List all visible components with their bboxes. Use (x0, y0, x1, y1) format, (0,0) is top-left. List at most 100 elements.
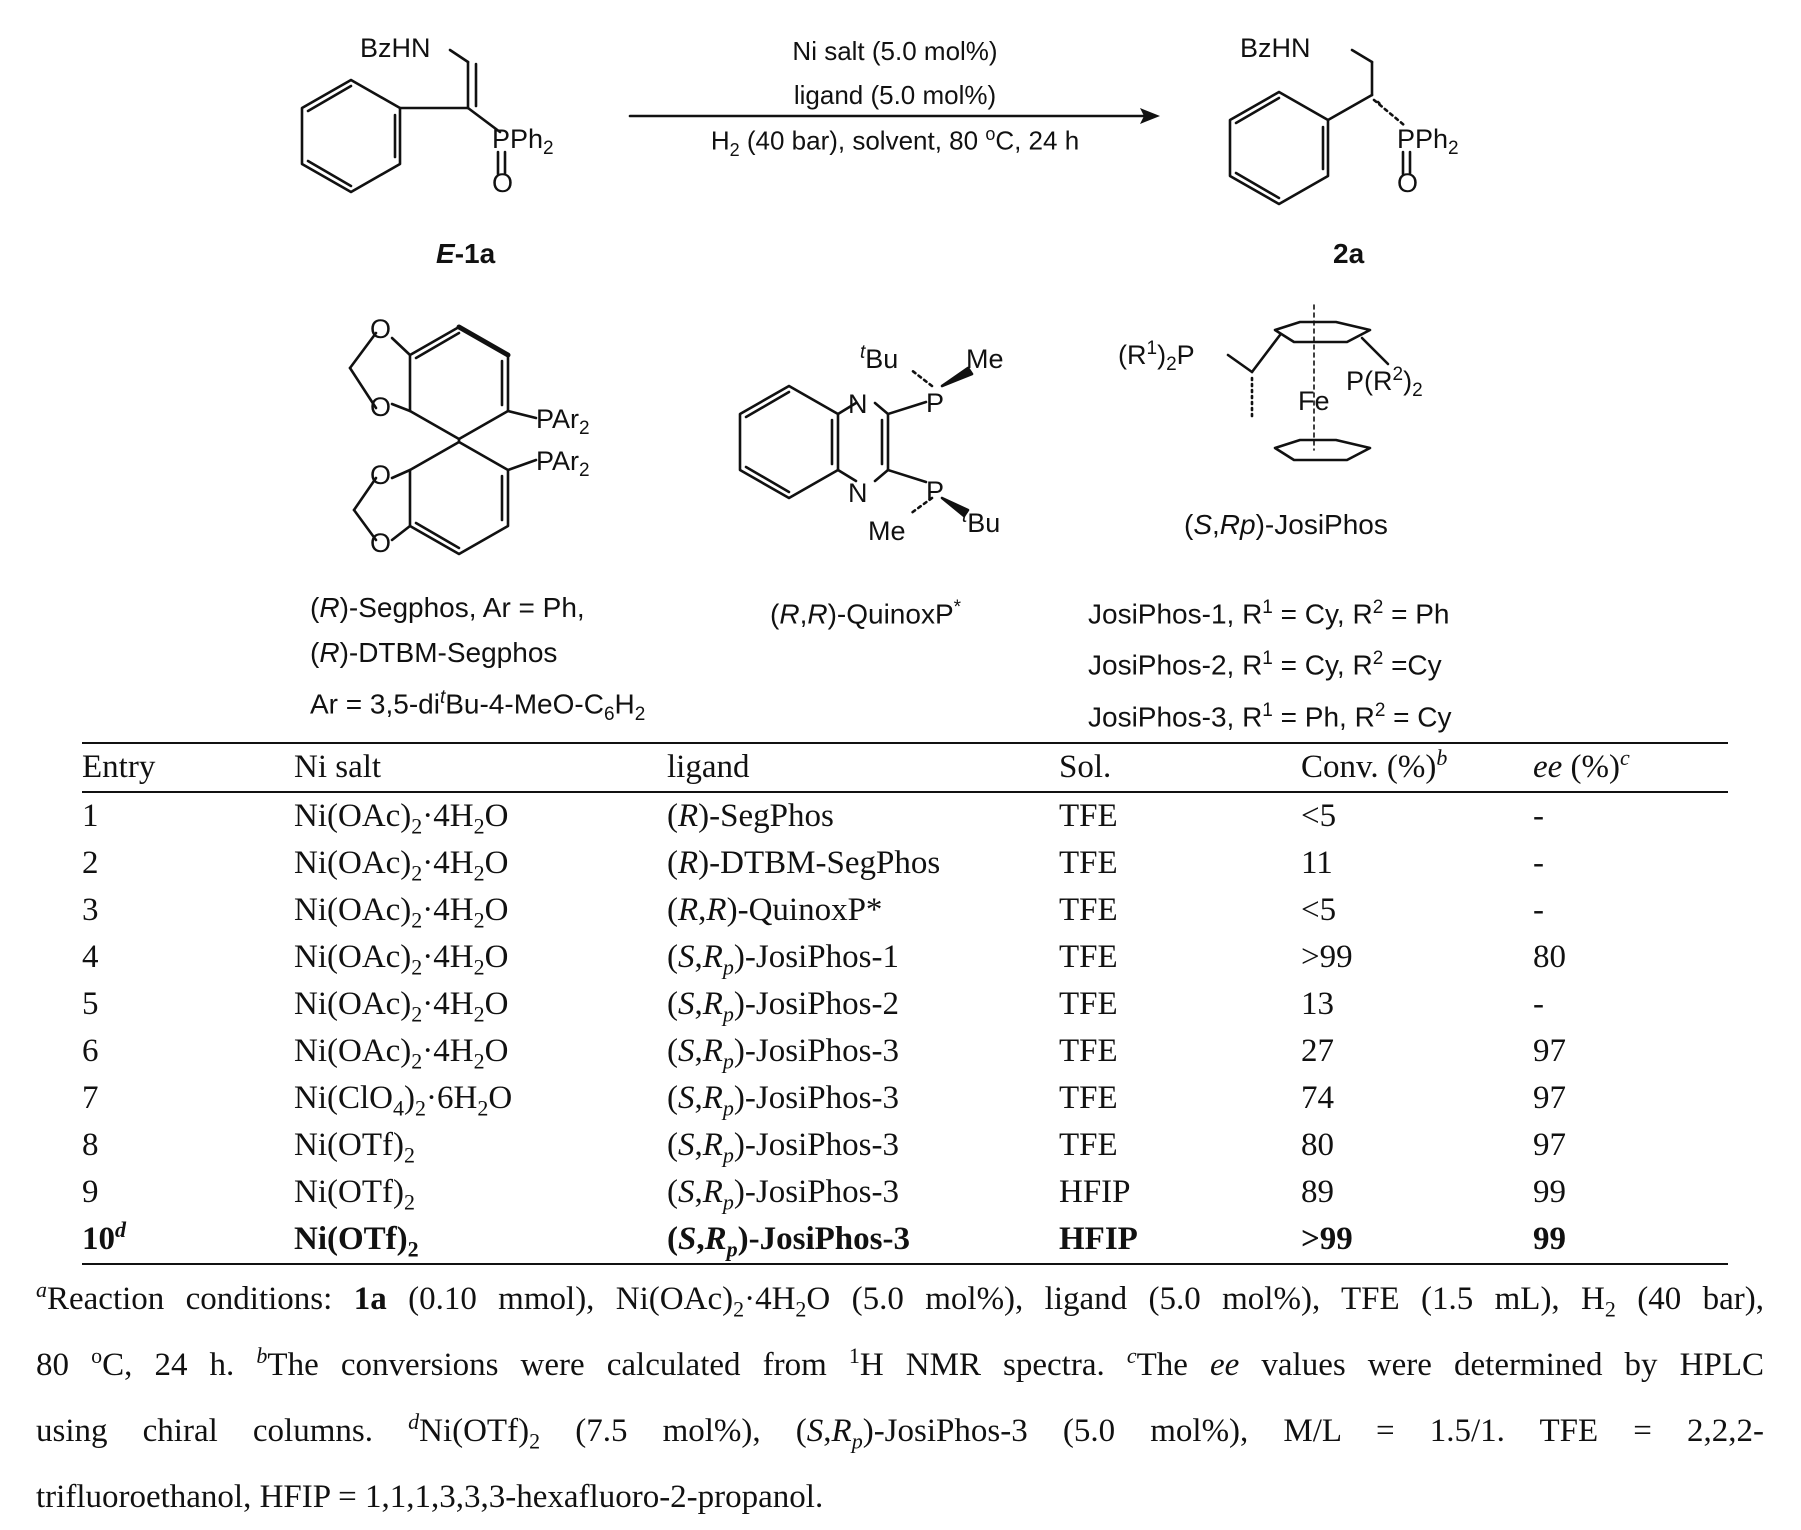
cell-ee: 97 (1533, 1127, 1566, 1163)
cell-ee: - (1533, 798, 1544, 834)
header-ni-salt: Ni salt (294, 749, 382, 785)
cell-ligand: (S,Rp)-JosiPhos-3 (667, 1221, 910, 1262)
substrate-structure (300, 48, 507, 194)
quinoxp-tbu-bottom: tBu (962, 506, 1000, 538)
product-label: 2a (1333, 238, 1365, 269)
cell-entry: 10d (82, 1217, 126, 1258)
cell-conversion: <5 (1301, 798, 1337, 834)
footnote-line-4: trifluoroethanol, HFIP = 1,1,1,3,3,3-hex… (36, 1479, 824, 1515)
cell-entry: 3 (82, 892, 99, 928)
segphos-line-3: Ar = 3,5-ditBu-4-MeO-C6H2 (310, 687, 646, 725)
footnote-line-2: 80 oC, 24 h. bThe conversions were calcu… (36, 1343, 1764, 1384)
substrate-o-label: O (492, 168, 513, 198)
cell-ni-salt: Ni(OAc)2·4H2O (294, 939, 509, 980)
cell-solvent: TFE (1059, 1080, 1118, 1116)
cell-ligand: (S,Rp)-JosiPhos-3 (667, 1080, 899, 1121)
josiphos-pr1-label: (R1)2P (1118, 338, 1195, 375)
cell-conversion: 74 (1301, 1080, 1334, 1116)
cell-entry: 1 (82, 798, 99, 834)
cell-ni-salt: Ni(OAc)2·4H2O (294, 892, 509, 933)
segphos-structure (348, 324, 538, 556)
cell-solvent: HFIP (1059, 1174, 1131, 1210)
cell-ligand: (R)-SegPhos (667, 798, 834, 834)
header-conversion: Conv. (%)b (1301, 745, 1448, 786)
cell-ligand: (R,R)-QuinoxP* (667, 892, 883, 928)
product-structure (1228, 48, 1412, 206)
header-ee: ee (%)c (1533, 745, 1630, 786)
segphos-o2: O (370, 392, 391, 422)
quinoxp-structure (738, 366, 974, 518)
quinoxp-p-top: P (926, 388, 944, 418)
header-solvent: Sol. (1059, 749, 1112, 785)
cell-conversion: 13 (1301, 986, 1334, 1022)
cell-solvent: TFE (1059, 939, 1118, 975)
footnote-line-3: using chiral columns. dNi(OTf)2 (7.5 mol… (36, 1409, 1764, 1454)
quinoxp-tbu-top: tBu (860, 342, 898, 374)
cell-conversion: 89 (1301, 1174, 1334, 1210)
cell-solvent: TFE (1059, 986, 1118, 1022)
josiphos-fe-label: Fe (1298, 386, 1330, 416)
cell-entry: 7 (82, 1080, 99, 1116)
cell-entry: 2 (82, 845, 99, 881)
quinoxp-me-bottom: Me (868, 516, 906, 546)
cell-conversion: >99 (1301, 1221, 1353, 1257)
table-header-row: Entry Ni salt ligand Sol. Conv. (%)b ee … (82, 743, 1728, 792)
substrate-pph2-label: PPh2 (492, 124, 554, 159)
cell-ee: 99 (1533, 1221, 1566, 1257)
substrate-label: E-1a (436, 238, 496, 269)
cell-ni-salt: Ni(OAc)2·4H2O (294, 1033, 509, 1074)
josiphos-variant-3: JosiPhos-3, R1 = Ph, R2 = Cy (1088, 699, 1452, 732)
cell-entry: 6 (82, 1033, 99, 1069)
segphos-caption: (R)-Segphos, Ar = Ph, (R)-DTBM-Segphos A… (310, 585, 645, 737)
table-row: 3 Ni(OAc)2·4H2O (R,R)-QuinoxP* TFE <5 - (82, 887, 1728, 934)
cell-ni-salt: Ni(OAc)2·4H2O (294, 986, 509, 1027)
cell-ee: - (1533, 845, 1544, 881)
cell-ee: 97 (1533, 1080, 1566, 1116)
product-o-label: O (1397, 168, 1418, 198)
quinoxp-p-bottom: P (926, 476, 944, 506)
quinoxp-me-top: Me (966, 344, 1004, 374)
josiphos-variant-2: JosiPhos-2, R1 = Cy, R2 =Cy (1088, 648, 1442, 681)
cell-solvent: TFE (1059, 892, 1118, 928)
segphos-par2-bottom: PAr2 (536, 446, 590, 481)
cell-ni-salt: Ni(OTf)2 (294, 1221, 419, 1262)
cell-conversion: >99 (1301, 939, 1353, 975)
cell-ee: - (1533, 892, 1544, 928)
segphos-line-1: (R)-Segphos, Ar = Ph, (310, 592, 585, 623)
footnote-line-1: aReaction conditions: 1a (0.10 mmol), Ni… (36, 1277, 1764, 1322)
cell-ligand: (S,Rp)-JosiPhos-3 (667, 1174, 899, 1215)
condition-line-2: ligand (5.0 mol%) (793, 80, 997, 110)
results-table: Entry Ni salt ligand Sol. Conv. (%)b ee … (82, 742, 1728, 1265)
cell-solvent: TFE (1059, 1127, 1118, 1163)
segphos-o4: O (370, 528, 391, 558)
cell-ligand: (S,Rp)-JosiPhos-1 (667, 939, 899, 980)
condition-line-3: H2 (40 bar), solvent, 80 oC, 24 h (710, 124, 1080, 160)
cell-conversion: <5 (1301, 892, 1337, 928)
cell-entry: 9 (82, 1174, 99, 1210)
cell-solvent: TFE (1059, 845, 1118, 881)
quinoxp-n-bottom: N (848, 478, 868, 508)
cell-conversion: 80 (1301, 1127, 1334, 1163)
substrate-nh-label: BzHN (360, 33, 431, 63)
cell-ni-salt: Ni(OTf)2 (294, 1174, 415, 1215)
segphos-line-2: (R)-DTBM-Segphos (310, 637, 558, 668)
segphos-o3: O (370, 460, 391, 490)
josiphos-variants: JosiPhos-1, R1 = Cy, R2 = Ph JosiPhos-2,… (1088, 585, 1452, 739)
cell-ligand: (S,Rp)-JosiPhos-2 (667, 986, 899, 1027)
product-nh-label: BzHN (1240, 33, 1311, 63)
cell-entry: 5 (82, 986, 99, 1022)
cell-ee: 97 (1533, 1033, 1566, 1069)
segphos-o1: O (370, 314, 391, 344)
cell-ee: 99 (1533, 1174, 1566, 1210)
cell-solvent: TFE (1059, 798, 1118, 834)
josiphos-variant-1: JosiPhos-1, R1 = Cy, R2 = Ph (1088, 597, 1450, 630)
cell-ligand: (S,Rp)-JosiPhos-3 (667, 1127, 899, 1168)
cell-ligand: (R)-DTBM-SegPhos (667, 845, 941, 881)
reaction-scheme: BzHN PPh2 O BzHN PPh2 O O O O O PAr2 PAr… (300, 33, 1459, 558)
table-row: 9 Ni(OTf)2 (S,Rp)-JosiPhos-3 HFIP 89 99 (82, 1169, 1728, 1216)
condition-line-1: Ni salt (5.0 mol%) (792, 36, 998, 66)
